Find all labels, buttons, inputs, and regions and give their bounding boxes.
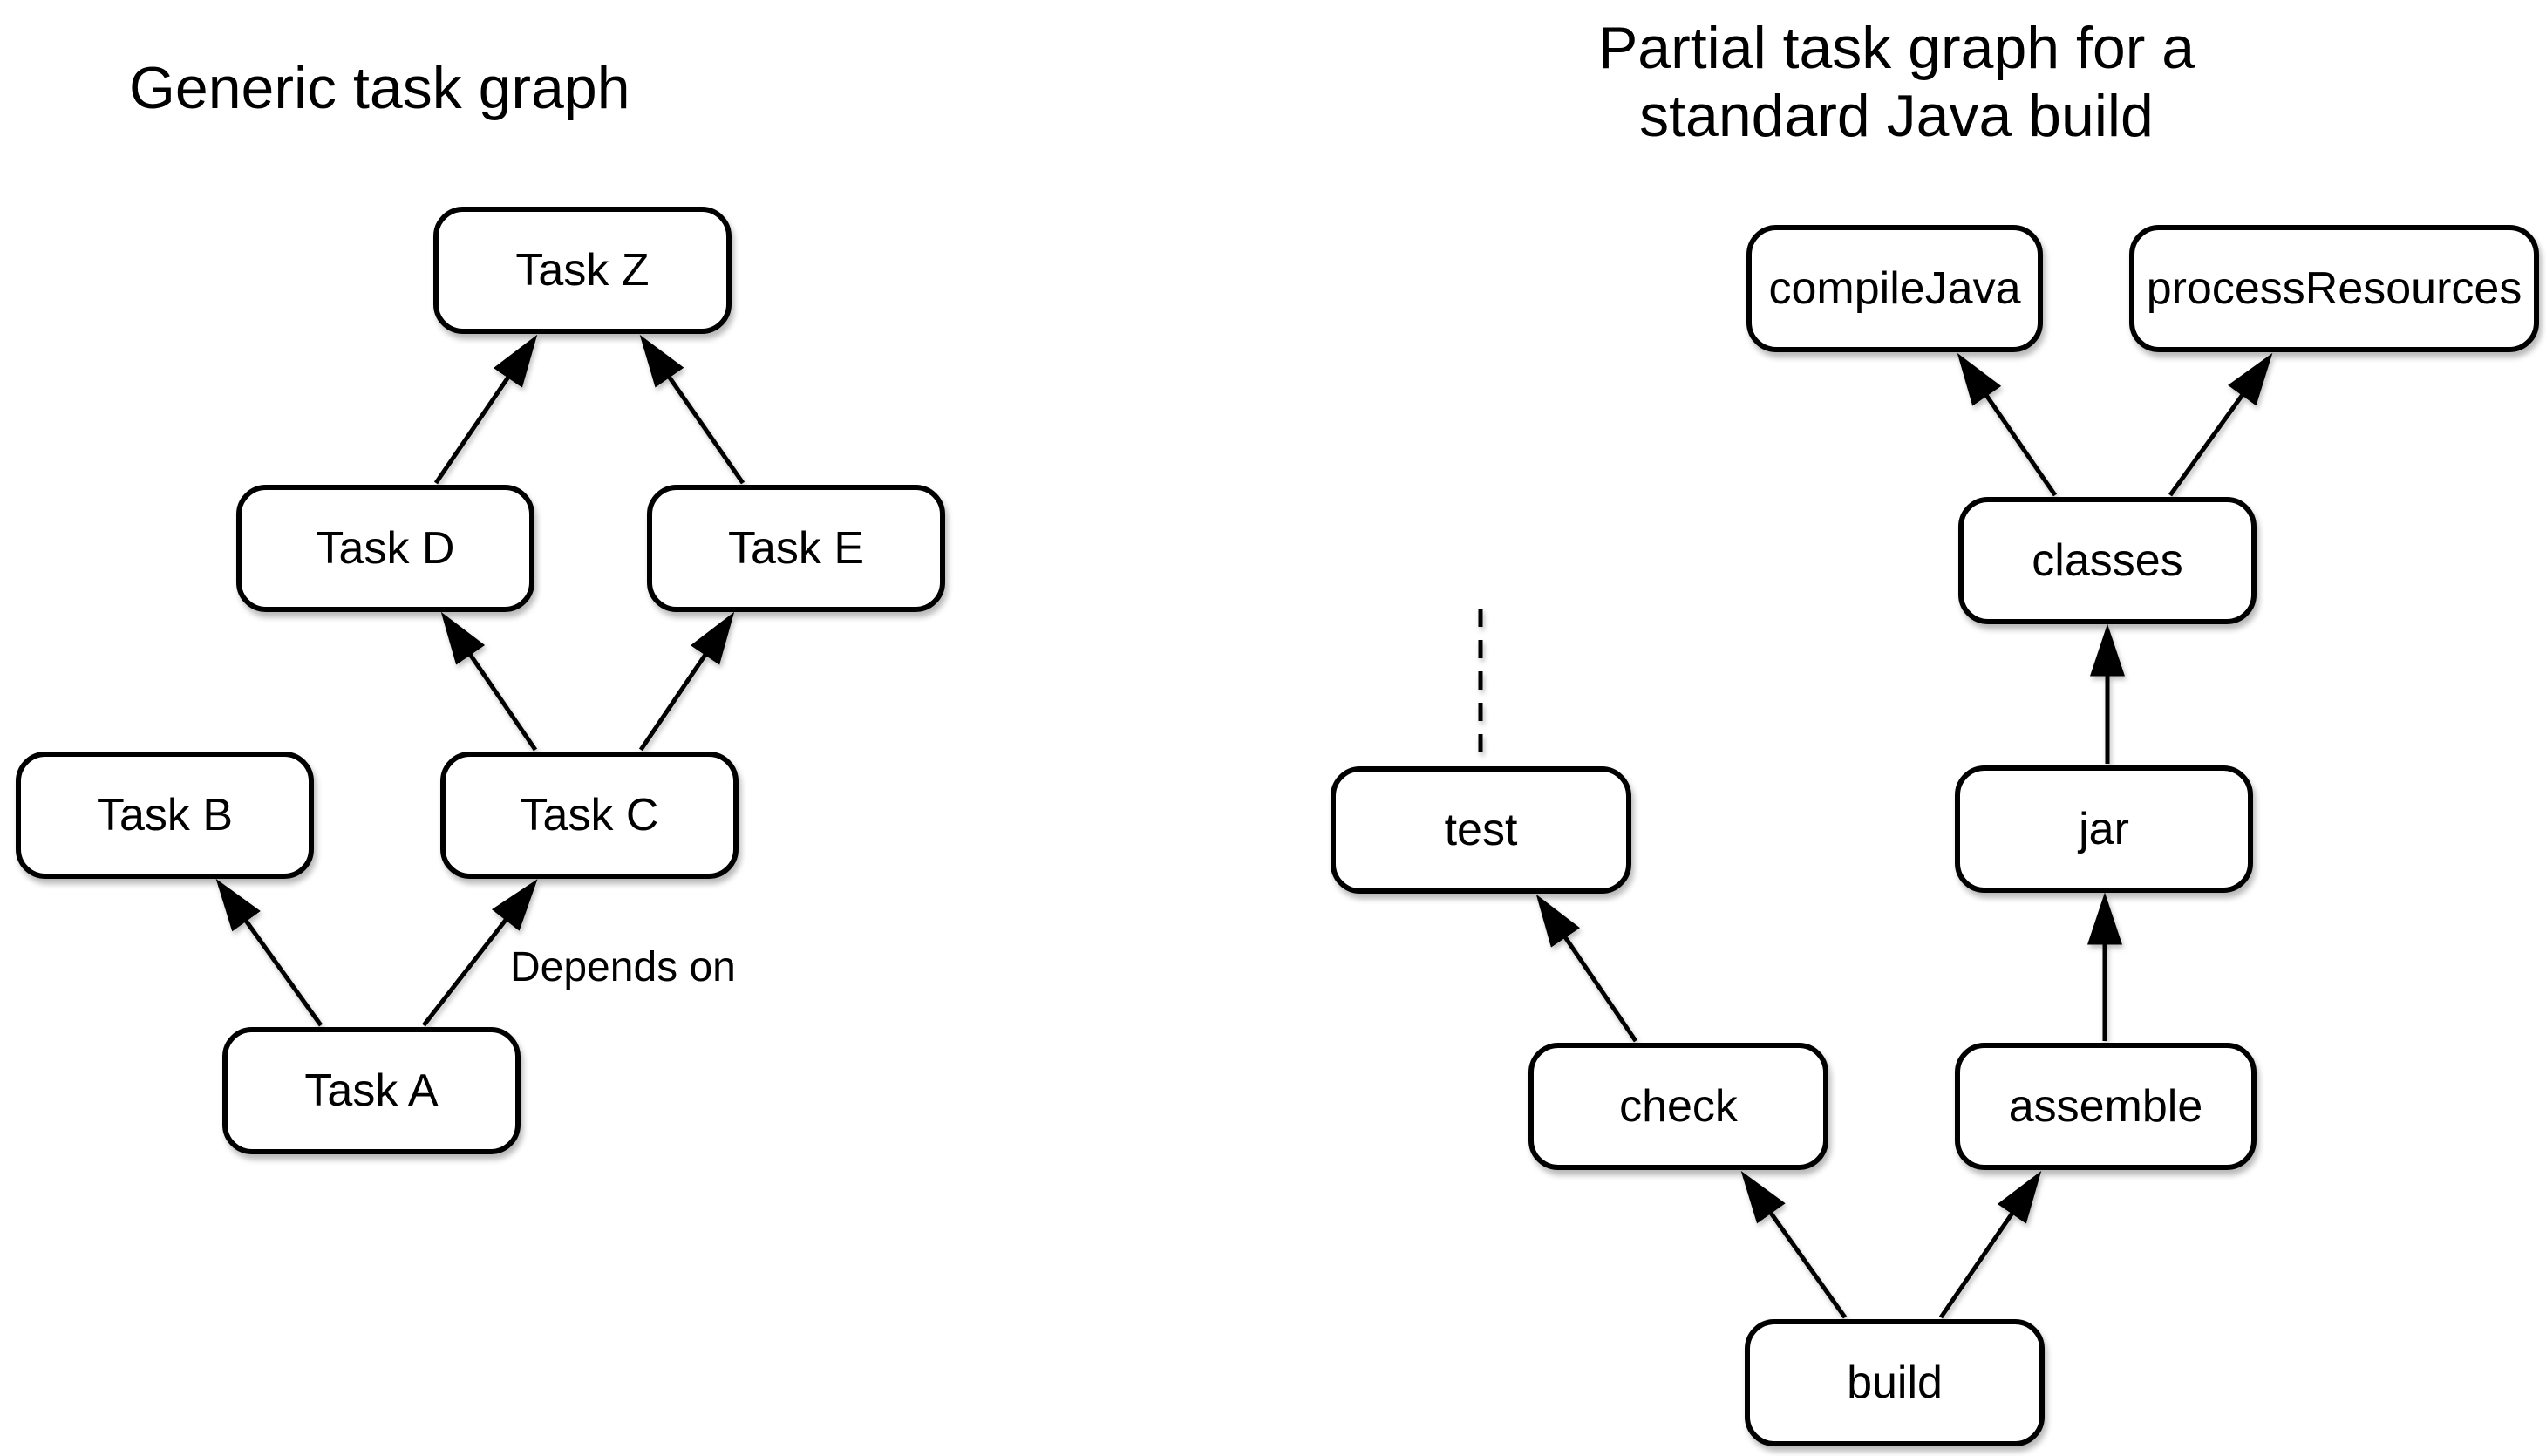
node-test-label: test (1444, 805, 1518, 855)
edge-classes-to-compilejava (1957, 352, 2058, 497)
node-assemble: assemble (1955, 1043, 2257, 1170)
right-graph-title-line1: Partial task graph for a (1597, 15, 2195, 81)
node-classes: classes (1958, 497, 2257, 624)
node-classes-label: classes (2032, 535, 2183, 586)
node-assemble-label: assemble (2008, 1081, 2203, 1132)
left-graph-title: Generic task graph (129, 55, 630, 121)
node-build: build (1745, 1319, 2045, 1446)
edge-build-to-check (1740, 1170, 1848, 1319)
node-build-label: build (1847, 1357, 1943, 1408)
node-compilejava: compileJava (1746, 225, 2043, 352)
edge-check-to-test (1535, 894, 1638, 1043)
node-task-d-label: Task D (316, 523, 455, 574)
edge-classes-to-processresources (2168, 352, 2273, 497)
edge-task-d-to-task-z (433, 334, 538, 485)
node-task-c-label: Task C (520, 790, 659, 840)
edge-task-c-to-task-d (440, 611, 538, 752)
node-jar-label: jar (2079, 804, 2129, 854)
node-task-d: Task D (236, 485, 534, 612)
node-task-e-label: Task E (727, 523, 865, 574)
node-task-b: Task B (16, 752, 314, 879)
node-check: check (1528, 1043, 1828, 1170)
right-graph-title: Partial task graph for a standard Java b… (1482, 14, 2311, 150)
node-task-e: Task E (647, 485, 945, 612)
node-jar: jar (1955, 765, 2253, 893)
node-compilejava-label: compileJava (1768, 263, 2021, 314)
node-task-z-label: Task Z (515, 245, 650, 296)
edge-task-a-to-task-b (215, 878, 323, 1027)
node-task-a: Task A (222, 1027, 521, 1154)
edge-build-to-assemble (1938, 1170, 2042, 1319)
node-task-a-label: Task A (304, 1065, 439, 1116)
node-task-z: Task Z (433, 207, 732, 334)
depends-on-edge-label: Depends on (510, 944, 736, 990)
node-test: test (1331, 766, 1631, 894)
edge-task-c-to-task-e (638, 611, 735, 752)
right-graph-title-line2: standard Java build (1639, 83, 2154, 149)
edge-task-a-to-task-c (422, 879, 538, 1027)
node-processresources: processResources (2129, 225, 2539, 352)
node-processresources-label: processResources (2146, 263, 2522, 314)
node-task-c: Task C (440, 752, 739, 879)
edge-task-e-to-task-z (639, 334, 745, 485)
node-task-b-label: Task B (96, 790, 234, 840)
node-check-label: check (1619, 1081, 1738, 1132)
